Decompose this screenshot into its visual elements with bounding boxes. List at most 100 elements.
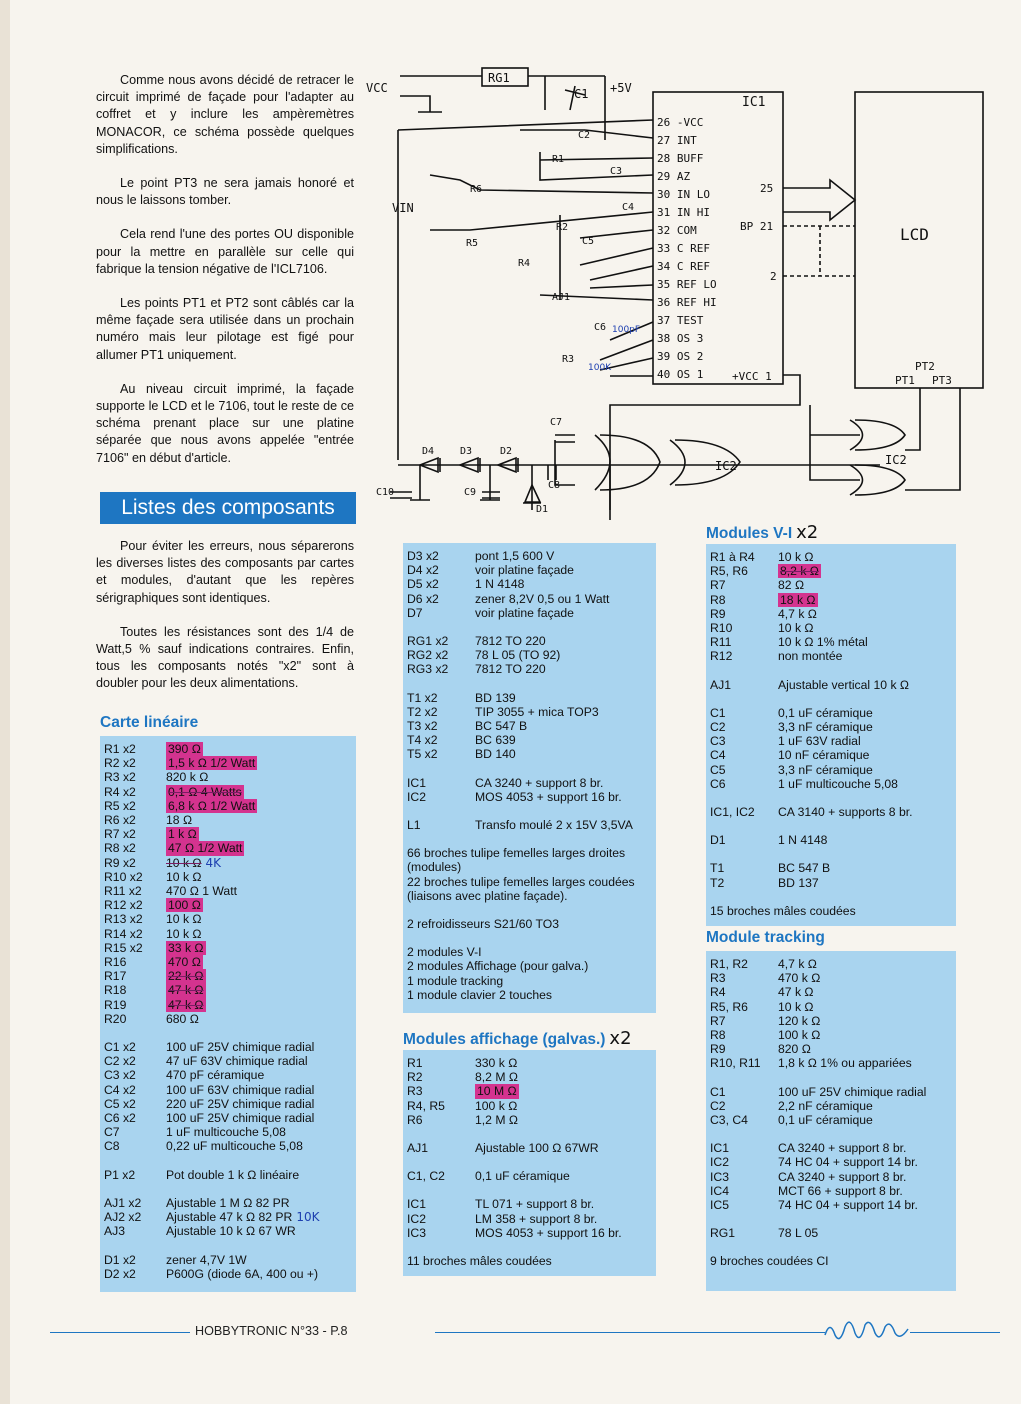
component-value: Pot double 1 k Ω linéaire <box>166 1167 300 1182</box>
page-edge <box>0 0 10 1404</box>
schematic-label-vcc: VCC <box>366 81 388 95</box>
component-ref: C4 <box>710 748 726 763</box>
component-value: 100 k Ω <box>778 1028 821 1043</box>
component-value: 10 k Ω <box>166 869 202 884</box>
schematic-label-ic1: IC1 <box>742 95 765 110</box>
intro-paragraph: Pour éviter les erreurs, nous séparerons… <box>96 539 354 605</box>
component-ref: C6 <box>710 776 726 791</box>
component-row: IC1 TL 071 + support 8 br. <box>407 1197 652 1211</box>
component-ref: C7 <box>104 1125 120 1140</box>
note-text: 22 broches tulipe femelles larges coudée… <box>407 874 635 903</box>
component-value: 100 k Ω <box>475 1098 518 1113</box>
component-ref: D1 x2 <box>104 1252 136 1267</box>
component-value: 1 uF multicouche 5,08 <box>778 776 898 791</box>
footer-rule <box>50 1332 190 1333</box>
component-ref: R4 x2 <box>104 784 136 799</box>
component-ref: R8 x2 <box>104 841 136 856</box>
component-value: TL 071 + support 8 br. <box>475 1197 595 1212</box>
part-label: D3 <box>460 446 472 457</box>
component-value: zener 4,7V 1W <box>166 1252 247 1267</box>
component-value: 2,2 nF céramique <box>778 1098 873 1113</box>
pin-label: 26 -VCC <box>657 116 703 129</box>
component-ref: IC1 <box>407 1197 426 1212</box>
part-label: C7 <box>550 417 562 428</box>
component-ref: C1 <box>710 705 726 720</box>
part-label: C4 <box>622 202 634 213</box>
pin-label: 27 INT <box>657 134 697 147</box>
component-value: 120 k Ω <box>778 1013 821 1028</box>
component-ref: R7 <box>710 1013 726 1028</box>
component-value: 74 HC 04 + support 14 br. <box>778 1198 918 1213</box>
component-ref: T3 x2 <box>407 719 438 734</box>
component-value: zener 8,2V 0,5 ou 1 Watt <box>475 591 610 606</box>
component-value: 470 pF céramique <box>166 1068 265 1083</box>
footer-label: HOBBYTRONIC N°33 - P.8 <box>195 1324 348 1338</box>
component-value: 1 N 4148 <box>475 577 525 592</box>
component-value: BC 639 <box>475 733 516 748</box>
component-value: 470 Ω 1 Watt <box>166 884 237 899</box>
component-ref: C4 x2 <box>104 1082 136 1097</box>
pin-label: 32 COM <box>657 224 697 237</box>
component-value: 18 k Ω <box>778 592 818 607</box>
pin-label: PT2 <box>915 360 935 373</box>
component-value: P600G (diode 6A, 400 ou +) <box>166 1266 319 1281</box>
component-ref: R10 x2 <box>104 869 143 884</box>
part-label: C5 <box>582 236 594 247</box>
part-label: D2 <box>500 446 512 457</box>
component-ref: IC2 <box>407 1211 426 1226</box>
component-value: 1,5 k Ω 1/2 Watt <box>166 756 258 771</box>
component-ref: D1 <box>710 833 726 848</box>
component-ref: AJ1 <box>710 677 732 692</box>
part-label: R1 <box>552 154 564 165</box>
component-value: 1 k Ω <box>166 827 199 842</box>
component-value: pont 1,5 600 V <box>475 549 555 563</box>
component-value: 47 k Ω <box>166 983 206 998</box>
component-ref: R8 <box>710 592 726 607</box>
component-ref: C6 x2 <box>104 1111 136 1126</box>
component-ref: T1 x2 <box>407 690 438 705</box>
component-ref: AJ2 x2 <box>104 1210 142 1225</box>
component-ref: R13 x2 <box>104 912 143 927</box>
component-value: 820 k Ω <box>166 770 209 785</box>
handwritten-note: 100pF <box>612 325 640 335</box>
component-ref: R1 <box>407 1056 423 1070</box>
carte-lineaire-title: Carte linéaire <box>100 714 199 731</box>
component-value: Ajustable 47 k Ω 82 PR <box>166 1210 293 1225</box>
handwritten-x2: x2 <box>609 1028 632 1049</box>
component-value: 100 Ω <box>166 898 203 913</box>
component-value: MOS 4053 + support 16 br. <box>475 789 622 804</box>
component-value: CA 3240 + support 8 br. <box>475 775 604 790</box>
component-value: 4,7 k Ω <box>778 957 817 971</box>
footer-rule <box>910 1332 1000 1333</box>
component-ref: RG2 x2 <box>407 648 449 663</box>
component-value: 7812 TO 220 <box>475 634 546 649</box>
component-ref: C2 <box>710 720 726 735</box>
intro-paragraph: Le point PT3 ne sera jamais honoré et no… <box>96 176 354 208</box>
component-ref: D4 x2 <box>407 563 439 578</box>
component-value: TIP 3055 + mica TOP3 <box>475 704 599 719</box>
